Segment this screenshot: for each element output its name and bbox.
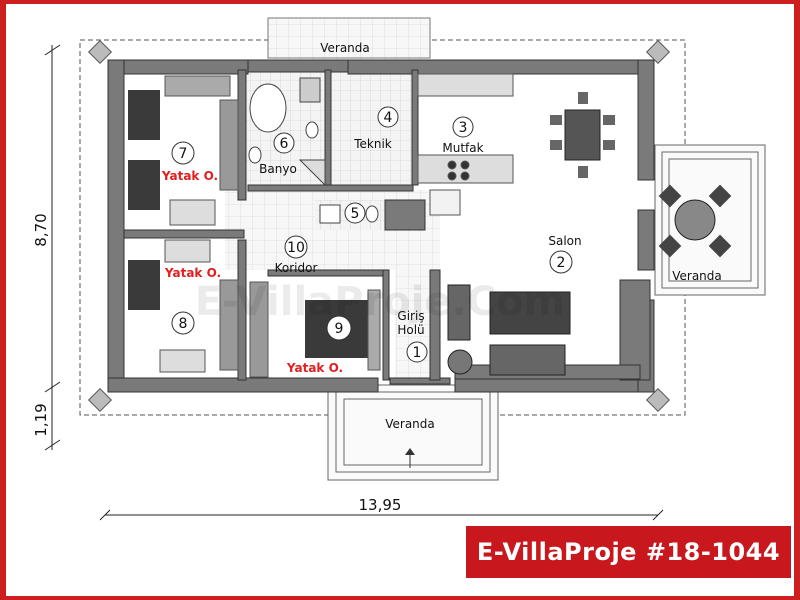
technical-tiles	[330, 72, 415, 184]
room-1-name-line2: Holü	[397, 323, 424, 337]
room-1: Giriş Holü 1	[397, 309, 428, 363]
outer-walls	[107, 59, 655, 393]
project-badge: E-VillaProje #18-1044	[463, 523, 794, 581]
room-8: 8 Yatak O.	[164, 266, 221, 335]
room-5: 5	[344, 202, 366, 224]
veranda-right-label: Veranda	[672, 269, 722, 283]
svg-text:8: 8	[179, 316, 188, 332]
svg-text:10: 10	[287, 240, 305, 256]
svg-text:3: 3	[459, 120, 468, 136]
wc-fixtures	[319, 204, 379, 224]
floor-plan-canvas: E-VillaProje.Com 8,70 1,19 13,95 Veranda…	[6, 4, 794, 596]
bathroom-fixtures	[248, 77, 326, 187]
svg-text:4: 4	[384, 110, 393, 126]
kitchen-counters	[417, 73, 514, 216]
veranda-top-label: Veranda	[320, 41, 370, 55]
room-4-name: Teknik	[353, 137, 392, 151]
floor-plan-svg: E-VillaProje.Com 8,70 1,19 13,95 Veranda…	[32, 17, 766, 521]
svg-text:5: 5	[351, 206, 360, 222]
room-7-name: Yatak O.	[161, 169, 218, 183]
room-7: 7 Yatak O.	[161, 141, 218, 183]
watermark: E-VillaProje.Com	[195, 279, 565, 325]
dimension-lines	[44, 44, 664, 521]
bottom-veranda	[327, 384, 499, 481]
room-2: Salon 2	[548, 234, 582, 274]
room-2-name: Salon	[548, 234, 581, 248]
room-8-name: Yatak O.	[164, 266, 221, 280]
room-4: 4 Teknik	[353, 106, 399, 151]
bedroom-7-furniture	[128, 75, 239, 226]
bedroom-8-furniture	[128, 239, 239, 373]
svg-text:9: 9	[335, 321, 344, 337]
height-dimension: 8,70	[32, 213, 50, 246]
room-6-name: Banyo	[259, 162, 297, 176]
svg-text:1: 1	[413, 345, 422, 361]
width-dimension: 13,95	[359, 496, 402, 514]
room-3: 3 Mutfak	[442, 116, 484, 155]
living-furniture	[447, 284, 571, 376]
room-10-name: Koridor	[275, 261, 318, 275]
small-height-dimension: 1,19	[32, 403, 50, 436]
room-9: 9 Yatak O.	[286, 315, 352, 375]
room-1-name-line1: Giriş	[397, 309, 424, 323]
room-10: 10 Koridor	[275, 235, 318, 275]
bedroom-9-furniture	[249, 281, 381, 378]
dining-table	[550, 92, 615, 178]
svg-text:6: 6	[280, 136, 289, 152]
svg-text:7: 7	[179, 146, 188, 162]
veranda-bottom-label: Veranda	[385, 417, 435, 431]
room-9-name: Yatak O.	[286, 361, 343, 375]
room-6: 6 Banyo	[259, 132, 297, 176]
corner-columns	[87, 39, 671, 413]
top-veranda	[267, 17, 431, 59]
svg-text:2: 2	[557, 255, 566, 271]
room-3-name: Mutfak	[442, 141, 483, 155]
